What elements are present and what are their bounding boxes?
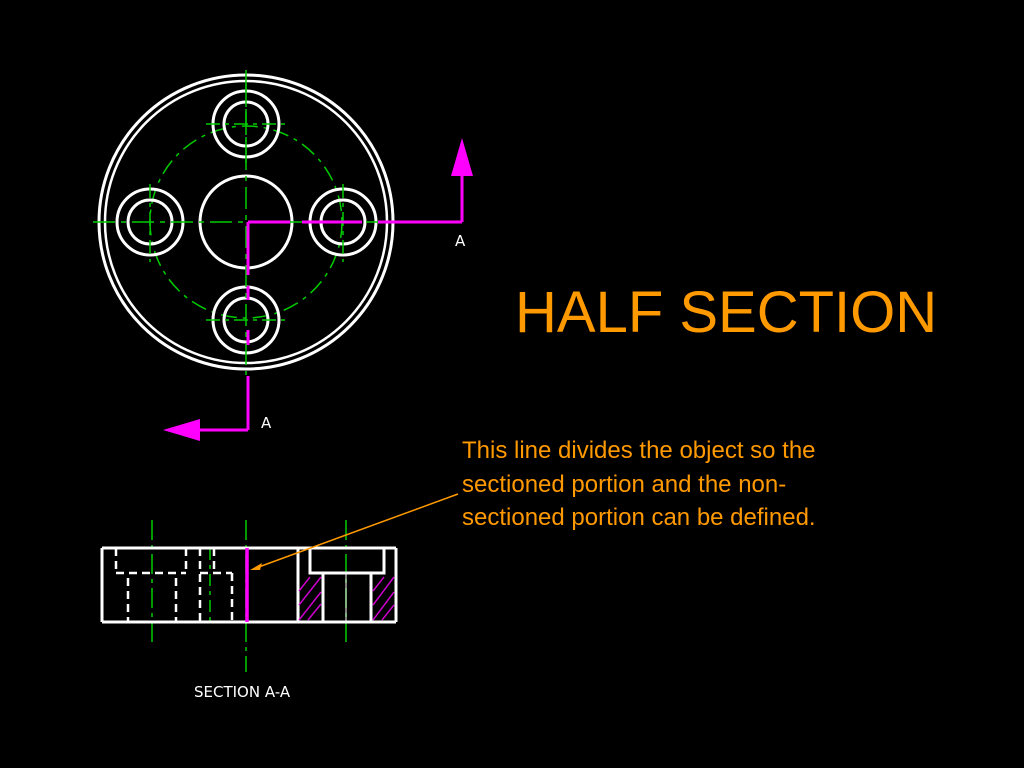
section-hatching [298,576,395,621]
cutting-plane-line [163,138,473,441]
cutting-plane-arrow-up [451,138,473,176]
cutting-plane-label-bottom: A [261,414,272,432]
slide-title: HALF SECTION [515,280,938,345]
cutting-plane-label-right: A [455,232,466,250]
section-view: SECTION A-A [100,493,459,701]
cutting-plane-arrow-left [163,419,200,441]
bolt-hole-left [115,184,185,262]
top-view: A A [93,70,473,441]
callout-text: This line divides the object so the sect… [462,437,816,531]
section-view-caption: SECTION A-A [194,683,291,701]
callout-leader-line [255,493,459,569]
hidden-lines [114,548,234,622]
sectioned-visible-lines [296,548,386,622]
callout-leader-arrowhead [250,563,262,570]
bolt-hole-top [206,84,288,164]
